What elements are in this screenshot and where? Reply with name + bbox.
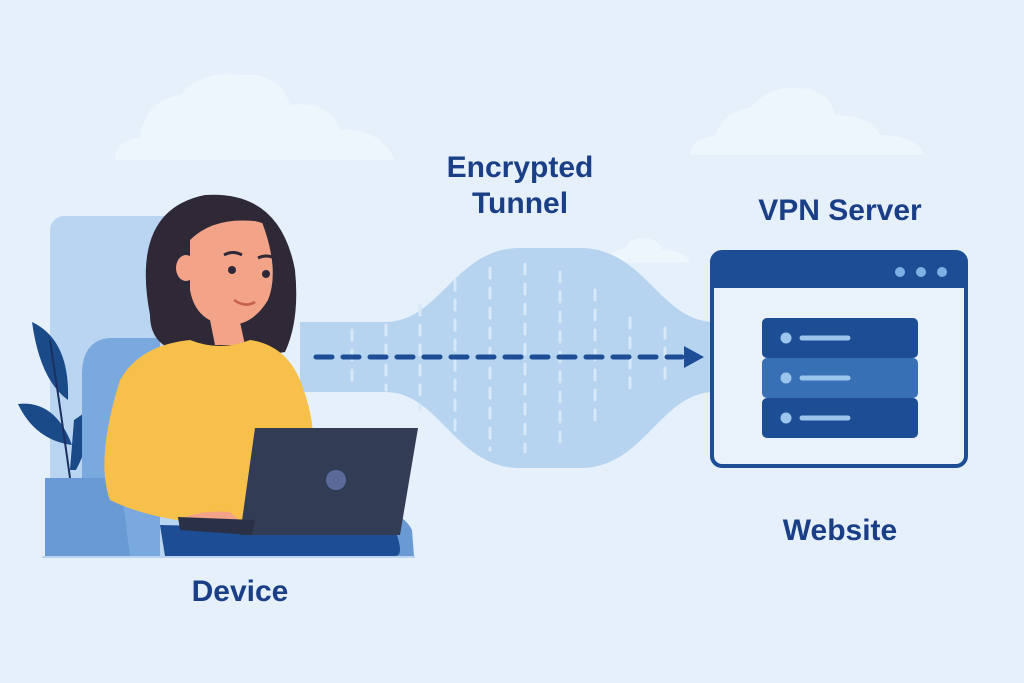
cloud-left — [115, 74, 395, 160]
eye — [262, 270, 270, 278]
encrypted-tunnel-label: Encrypted Tunnel — [400, 150, 640, 222]
tunnel-label-line-1: Encrypted — [446, 151, 594, 184]
window-dot-icon — [895, 267, 905, 277]
window-dot-icon — [916, 267, 926, 277]
arrow-head-icon — [684, 346, 704, 368]
device-label: Device — [191, 575, 289, 608]
window-dot-icon — [937, 267, 947, 277]
website-label: Website — [782, 514, 898, 547]
laptop-icon — [178, 428, 418, 535]
cloud-small — [608, 237, 690, 262]
cloud-right — [690, 87, 925, 155]
server-rack-icon — [762, 318, 918, 438]
vpn-server-label: VPN Server — [758, 194, 922, 227]
eye — [228, 266, 236, 274]
tunnel-label-line-2: Tunnel — [471, 187, 569, 220]
vpn-server-window — [710, 250, 968, 468]
